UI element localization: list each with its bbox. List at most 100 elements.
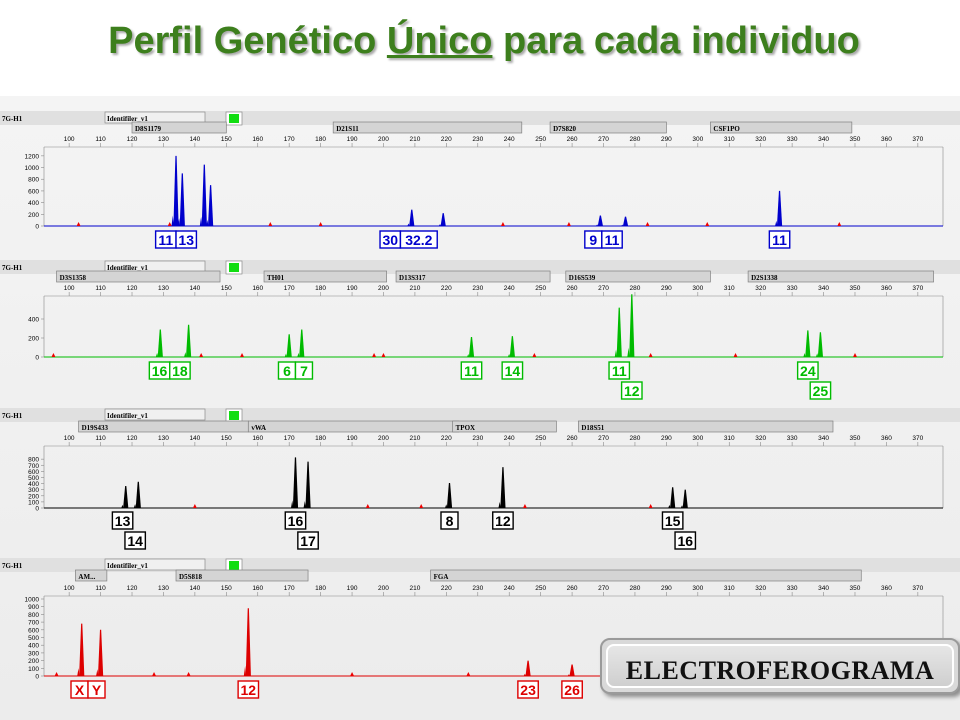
- marker-label: D5S818: [179, 573, 202, 581]
- x-tick-label: 320: [755, 585, 766, 592]
- artifact-marker: [500, 222, 505, 226]
- y-tick-label: 1000: [25, 165, 40, 172]
- allele-label: 6: [283, 363, 291, 379]
- marker-label: TPOX: [456, 424, 475, 432]
- y-tick-label: 300: [28, 650, 39, 657]
- allele-box: [297, 531, 319, 550]
- x-tick-label: 370: [912, 285, 923, 292]
- kit-label: Identifiler_v1: [107, 412, 148, 420]
- channel-label: 7G-H1: [2, 562, 23, 570]
- stutter-peak: [668, 504, 671, 508]
- artifact-marker: [54, 672, 59, 676]
- y-tick-label: 600: [28, 188, 39, 195]
- stutter-peak: [627, 347, 630, 357]
- x-tick-label: 300: [692, 435, 703, 442]
- peak: [286, 334, 292, 357]
- x-tick-label: 170: [284, 136, 295, 143]
- artifact-marker: [240, 353, 245, 357]
- x-tick-label: 300: [692, 285, 703, 292]
- x-tick-label: 200: [378, 585, 389, 592]
- allele-label: 32.2: [405, 232, 432, 248]
- x-tick-label: 120: [127, 435, 138, 442]
- x-tick-label: 320: [755, 435, 766, 442]
- x-tick-label: 320: [755, 285, 766, 292]
- stutter-peak: [297, 352, 300, 357]
- kit-label: Identifiler_v1: [107, 115, 148, 123]
- x-tick-label: 260: [567, 435, 578, 442]
- artifact-marker: [648, 353, 653, 357]
- allele-box: [620, 381, 643, 400]
- x-tick-label: 340: [818, 136, 829, 143]
- stutter-peak: [621, 224, 624, 226]
- y-tick-label: 100: [28, 666, 39, 673]
- x-tick-label: 220: [441, 585, 452, 592]
- x-tick-label: 340: [818, 435, 829, 442]
- y-tick-label: 400: [28, 643, 39, 650]
- stutter-peak: [284, 353, 287, 357]
- status-indicator: [229, 411, 239, 420]
- peak: [682, 489, 688, 508]
- artifact-marker: [76, 222, 81, 226]
- x-tick-label: 270: [598, 435, 609, 442]
- marker-label: D3S1358: [60, 274, 87, 282]
- marker-label: D21S11: [336, 125, 359, 133]
- x-tick-label: 270: [598, 285, 609, 292]
- allele-box: [492, 511, 514, 530]
- peak: [629, 294, 635, 357]
- marker-bar: [247, 420, 460, 433]
- x-tick-label: 250: [535, 285, 546, 292]
- peak: [776, 190, 783, 226]
- stutter-peak: [444, 504, 448, 508]
- x-tick-label: 100: [64, 585, 75, 592]
- stutter-peak: [567, 674, 570, 676]
- allele-box: [501, 361, 524, 380]
- x-tick-label: 280: [630, 285, 641, 292]
- x-tick-label: 130: [158, 435, 169, 442]
- stutter-peak: [407, 223, 410, 226]
- page-title: Perfil Genético Único para cada individu…: [30, 20, 938, 63]
- x-tick-label: 110: [95, 136, 106, 143]
- marker-bar: [565, 270, 711, 283]
- allele-label: 7: [300, 363, 308, 379]
- stutter-peak: [184, 352, 187, 357]
- allele-box: [284, 511, 307, 530]
- x-tick-label: 300: [692, 585, 703, 592]
- x-tick-label: 260: [567, 136, 578, 143]
- channel-label: 7G-H1: [2, 264, 23, 272]
- artifact-marker: [318, 222, 323, 226]
- x-tick-label: 260: [567, 585, 578, 592]
- x-tick-label: 100: [64, 136, 75, 143]
- electroferograma-banner[interactable]: ELECTROFEROGRAMA: [600, 638, 960, 694]
- peak: [409, 209, 415, 226]
- x-tick-label: 180: [315, 285, 326, 292]
- x-tick-label: 330: [787, 136, 798, 143]
- status-indicator: [229, 114, 239, 123]
- x-tick-label: 240: [504, 585, 515, 592]
- x-tick-label: 140: [189, 435, 200, 442]
- x-tick-label: 180: [315, 435, 326, 442]
- kit-label-box: [104, 408, 206, 421]
- x-tick-label: 190: [347, 585, 358, 592]
- marker-bar: [549, 121, 667, 134]
- artifact-marker: [419, 504, 424, 508]
- allele-label: 11: [772, 232, 787, 248]
- y-tick-label: 400: [28, 481, 39, 488]
- x-tick-label: 130: [158, 136, 169, 143]
- y-tick-label: 800: [28, 457, 39, 464]
- x-tick-label: 150: [221, 136, 232, 143]
- x-tick-label: 160: [252, 136, 263, 143]
- x-tick-label: 290: [661, 136, 672, 143]
- x-tick-label: 230: [472, 285, 483, 292]
- allele-box: [237, 680, 260, 699]
- x-tick-label: 150: [221, 285, 232, 292]
- banner-text: ELECTROFEROGRAMA: [625, 656, 935, 685]
- peak: [670, 487, 676, 508]
- stutter-peak: [199, 216, 203, 226]
- x-tick-label: 320: [755, 136, 766, 143]
- allele-box: [111, 511, 134, 530]
- title-box: Perfil Genético Único para cada individu…: [30, 18, 938, 80]
- x-tick-label: 100: [64, 435, 75, 442]
- stutter-peak: [303, 501, 306, 508]
